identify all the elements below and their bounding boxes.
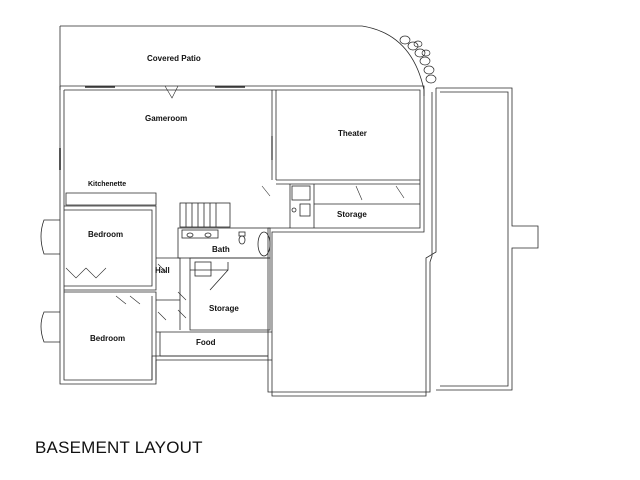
bedroom-lower-walls [64,291,157,380]
exterior-wall-inner [64,89,433,393]
door-swings [65,85,405,321]
stairs [179,202,231,228]
label-theater: Theater [338,129,367,138]
label-bedroom-upper: Bedroom [88,230,123,239]
window-well-upper [40,219,60,255]
bathtub [257,231,271,257]
storage-center-walls [189,257,271,331]
kitchenette-counter [65,192,157,206]
storage-right-walls [289,184,420,228]
laundry [194,261,212,277]
right-area-inner [440,91,509,387]
right-area-outer [436,87,539,391]
stone-wall [399,35,437,84]
label-storage-right: Storage [337,210,367,219]
plan-caption: BASEMENT LAYOUT [35,438,203,457]
left-wall-outer [59,86,272,385]
label-hall: Hall [155,266,170,275]
window-well-lower [40,311,60,343]
label-food: Food [196,338,216,347]
label-bath: Bath [212,245,230,254]
hall-walls [156,257,181,330]
bedroom-upper-walls [64,205,157,291]
label-kitchenette: Kitchenette [88,181,126,188]
label-storage-center: Storage [209,304,239,313]
vanity [181,229,219,239]
food-walls [156,331,272,357]
label-bedroom-lower: Bedroom [90,334,125,343]
patio-outline [60,25,425,96]
exterior-wall-outer [60,85,437,397]
label-gameroom: Gameroom [145,114,187,123]
mechanical-unit [291,185,311,201]
toilet [238,235,246,245]
label-covered-patio: Covered Patio [147,54,201,63]
